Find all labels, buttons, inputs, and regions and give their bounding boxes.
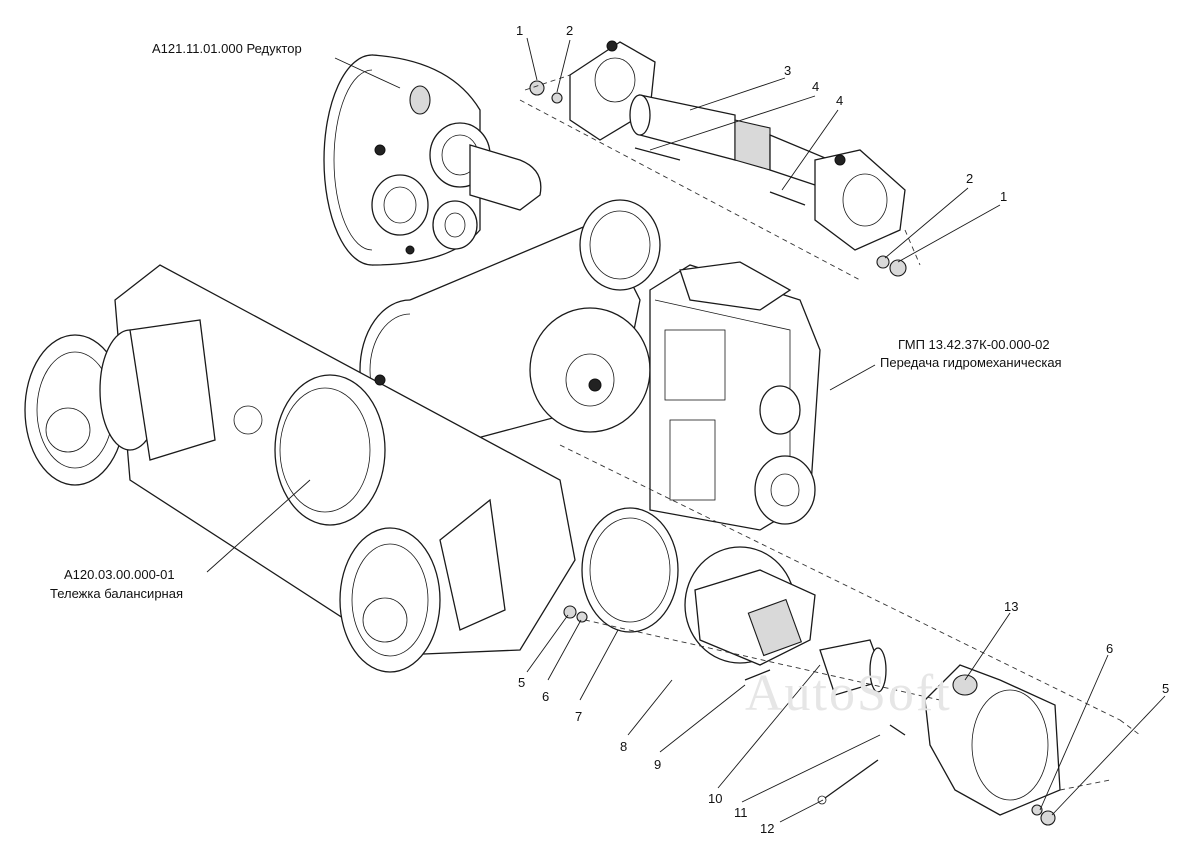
- callout-6-right: 6: [1106, 641, 1114, 656]
- bogie-name: Тележка балансирная: [50, 586, 184, 601]
- callout-6-left: 6: [542, 689, 550, 704]
- callout-3: 3: [784, 63, 792, 78]
- callout-5-right: 5: [1162, 681, 1170, 696]
- reducer-code: А121.11.01.000: [152, 41, 243, 56]
- callout-1-top-left: 1: [516, 23, 524, 38]
- callout-12: 12: [760, 821, 775, 836]
- callout-13: 13: [1004, 599, 1019, 614]
- leader-lines: [206, 37, 1166, 823]
- callout-1-top-right: 1: [1000, 189, 1008, 204]
- cardan-shaft-drawing: [519, 40, 921, 281]
- callout-5-left: 5: [518, 675, 526, 690]
- callout-11: 11: [734, 805, 748, 820]
- callout-8: 8: [620, 739, 628, 754]
- callout-4-lower: 4: [836, 93, 844, 108]
- reducer-name: Редуктор: [246, 41, 302, 56]
- bottom-parts-drawing: [559, 444, 1141, 826]
- callout-4-upper: 4: [812, 79, 820, 94]
- callout-2-top-left: 2: [566, 23, 574, 38]
- bogie-code: А120.03.00.000-01: [64, 567, 175, 582]
- bogie-drawing: [24, 264, 576, 673]
- callout-9: 9: [654, 757, 662, 772]
- callout-7: 7: [575, 709, 583, 724]
- watermark: AutoSoft: [745, 665, 952, 722]
- gmp-name: Передача гидромеханическая: [880, 355, 1062, 370]
- callout-2-top-right: 2: [966, 171, 974, 186]
- reducer-label: А121.11.01.000 Редуктор: [152, 42, 302, 55]
- gmp-code: ГМП 13.42.37К-00.000-02: [898, 337, 1050, 352]
- reducer-drawing: [323, 54, 542, 266]
- callout-10: 10: [708, 791, 723, 806]
- gmp-drawing: [649, 261, 821, 531]
